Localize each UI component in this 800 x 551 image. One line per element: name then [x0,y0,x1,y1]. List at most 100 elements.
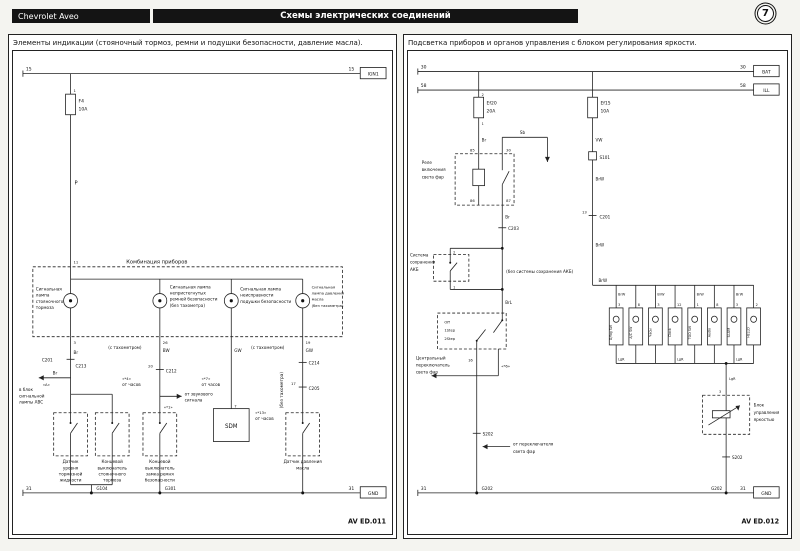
horn-note-2: сигнала [185,397,203,402]
splice-s202-right: S202 [732,455,743,460]
bat-terminal: BAT [762,70,771,76]
rail-31-right-label: 31 [349,486,355,492]
svg-text:Блок: Блок [754,402,765,407]
ill-terminal: ILL [763,88,770,94]
component-clock: 12 Clock LgR [667,285,684,364]
svg-text:Сигнальная: Сигнальная [36,286,62,291]
fuse1-pin-bot: 1 [482,122,484,126]
svg-text:O/fog SW: O/fog SW [609,324,613,340]
svg-text:1: 1 [697,303,699,307]
relay-pin-85: 85 [470,148,475,153]
instrument-cluster: Комбинация приборов [32,260,345,338]
connector-c201: C201 [599,214,610,219]
svg-text:яркостью: яркостью [754,417,775,422]
svg-text:Часы: Часы [649,328,653,337]
clock13-mark: «*13» [255,410,267,415]
svg-text:Сигнальная лампа: Сигнальная лампа [240,286,281,291]
lamp3-label: Сигнальная лампа неисправности подушки б… [240,286,291,303]
wire-label-vw: VW [596,137,604,142]
pin-17: 17 [291,381,296,386]
rail-31-right-label: 31 [740,486,746,492]
abs-note-1: в блок [19,387,33,392]
wire-label-brw-bus: BrW [598,278,607,283]
clock7-mark: «*7» [202,376,212,381]
mark-6: «*6» [501,363,510,368]
rail-58-left-label: 58 [421,83,427,89]
splice-s202-left: S202 [483,431,494,436]
connector-c205: C205 [309,386,320,391]
svg-text:8: 8 [638,303,640,307]
wire-label-brw-1: BrW [596,176,605,181]
gnd-terminal: GND [368,491,379,497]
rail-15-left-label: 15 [26,66,32,72]
svg-text:LgR: LgR [677,357,684,361]
rail-58: 58 58 ILL [417,83,780,96]
saver-note: (без системы сохранения АКБ) [506,269,573,274]
svg-text:лампа: лампа [36,293,50,298]
section-title: Схемы электрических соединений [153,9,578,23]
pin-20: 20 [148,363,153,368]
brightness-control-unit: LgR 3 Блок управления яркостью S202 G202 [702,361,780,493]
clock4-note: от часов [122,382,141,387]
pin-26: 26 [163,340,168,345]
svg-text:(без тахометра): (без тахометра) [170,303,206,308]
wire-label-br: Br [74,350,79,355]
svg-text:ILLUM: ILLUM [727,328,731,338]
fuse1-rating: 20A [487,109,497,115]
svg-text:масла: масла [312,297,324,302]
svg-text:непристегнутых: непристегнутых [170,290,207,295]
svg-text:A/C SW: A/C SW [629,326,633,339]
rail-58-right-label: 58 [740,83,746,89]
panel-illumination: Подсветка приборов и органов управления … [403,34,792,539]
panel-indication-title: Элементы индикации (стояночный тормоз, р… [13,39,363,47]
airbag-circuit: GW «*7» от часов 7 SDM «*13» от часов [202,336,274,442]
svg-text:света фар: света фар [416,370,438,375]
rail-31-left-label: 31 [26,486,32,492]
lamp4-label: Сигнальная лампа давления масла (без тах… [312,284,345,308]
from-switch-note-1: от переключателя [513,442,554,447]
wire-label-p: P [75,181,78,187]
illuminated-components-row: BrW 3 O/fog SW LgR 8 A/C SW [608,285,761,364]
wire-label-brl: BrL [505,300,512,305]
fuse-ef15-feed: Ef15 10A VW S101 BrW 13 C201 BrW BrW [582,71,754,286]
ground-g301: G301 [165,486,176,491]
component-audio: 8 Audio [707,285,722,364]
ground-rail-31-right: 31 31 GND [417,486,780,499]
wire-label-sb: Sb [520,130,526,135]
svg-text:BrW: BrW [697,293,705,297]
ground-g202-right: G202 [711,486,722,491]
rail-15: 15 15 IGN1 [22,66,387,80]
clock7-note: от часов [202,382,221,387]
mark-a: «A» [43,382,51,387]
model-label: Chevrolet Aveo [12,9,150,23]
fuse-ef20: 2 Ef20 20A 1 Br [473,71,497,154]
cluster-pin-11: 11 [74,260,79,265]
fuse1-name: Ef20 [487,100,497,106]
component-hello: 2 HELLO [746,285,761,364]
rail-31-left-label: 31 [421,486,427,492]
svg-text:BrW: BrW [657,293,665,297]
relay-pin-86: 86 [470,198,475,203]
rail-30: 30 30 BAT [417,64,780,78]
wire-label-lgr-drop: LgR [729,377,736,381]
svg-text:TOD SW: TOD SW [688,325,692,340]
abs-wire-label: Br [53,371,58,376]
switch-pos-2step: 2Step [444,336,455,341]
fuse1-pin-top: 2 [482,93,484,97]
svg-text:3: 3 [657,303,659,307]
panel-illumination-title: Подсветка приборов и органов управления … [408,39,697,47]
diagram-av-ed-011: 15 15 IGN1 1 F4 10A P 11 [12,50,393,535]
component-ofog-sw: BrW 3 O/fog SW LgR [608,285,626,364]
wire-label-br-2: Br [505,214,510,219]
svg-text:переключатель: переключатель [416,362,450,367]
connector-c201: C201 [42,357,53,362]
clock13-note: от часов [255,416,274,421]
diagram-id-right: AV ED.012 [742,518,780,526]
headlight-relay: Реле включения света фар 85 30 86 87 [422,130,550,206]
wire-label-bw: BW [163,348,171,353]
fuse-pin-top: 1 [74,88,77,93]
svg-text:управления: управления [754,410,780,415]
cluster-title: Комбинация приборов [126,260,187,266]
ground-g104: G104 [96,486,107,491]
svg-text:Реле: Реле [422,160,433,165]
